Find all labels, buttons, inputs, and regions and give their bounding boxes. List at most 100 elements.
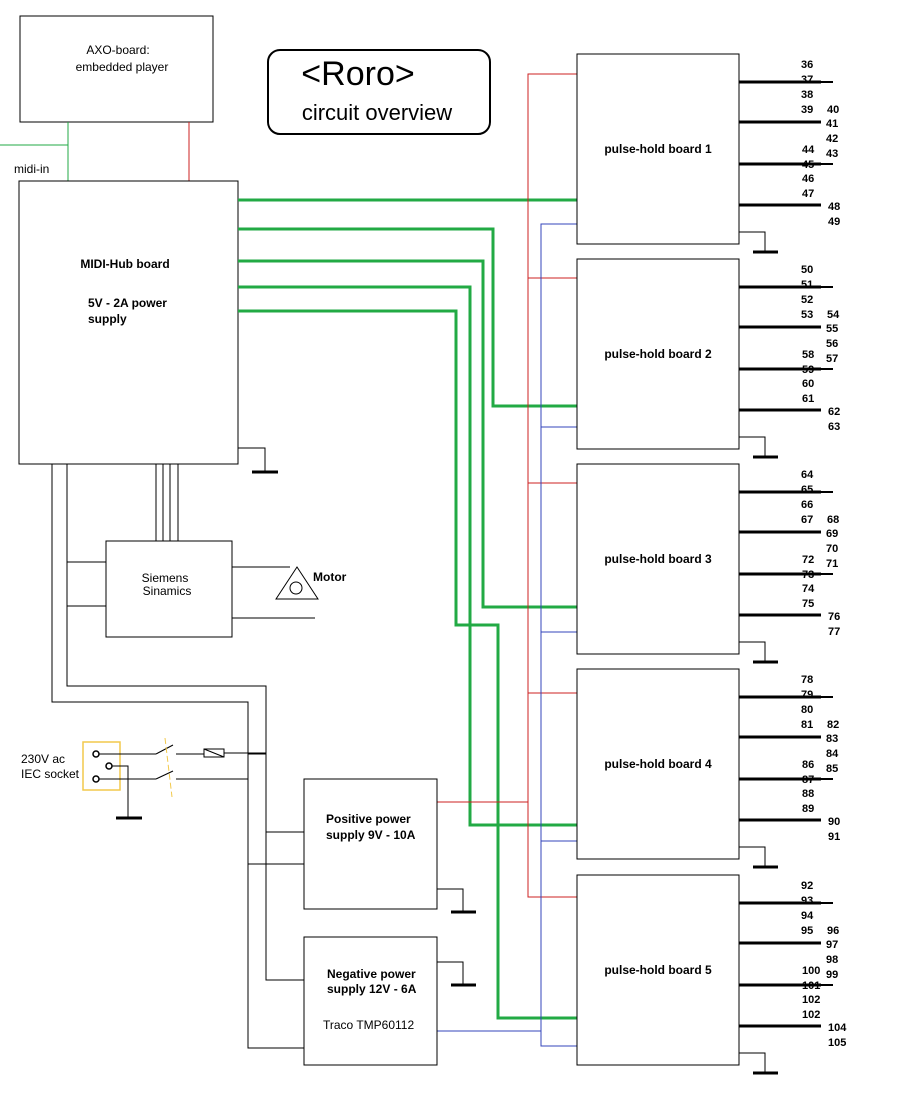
pin-label: 97 (826, 939, 838, 951)
neg-psu-line1: Negative power (327, 967, 416, 981)
pin-label: 81 (801, 719, 813, 731)
midi-hub-ground-icon (238, 447, 278, 474)
pulse-hold-board-4: pulse-hold board 4 78 79 80 81 82 83 84 85 86 87 88… (576, 668, 840, 869)
board-label: pulse-hold board 1 (604, 142, 712, 156)
motor-label: Motor (313, 570, 347, 584)
pin-label: 39 (801, 104, 813, 116)
board-ground-wire (739, 1052, 766, 1073)
pin-label: 74 (802, 583, 815, 595)
board-ground-wire (739, 846, 766, 867)
pin-label: 82 (827, 719, 839, 731)
siemens-sinamics: Siemens Sinamics (105, 540, 233, 638)
pin-label: 68 (827, 514, 839, 526)
axo-label-line2: embedded player (76, 60, 169, 74)
pin-label: 86 (802, 759, 814, 771)
socket-label-line1: 230V ac (21, 752, 65, 766)
midi-hub-board: MIDI-Hub board 5V - 2A power supply (18, 180, 239, 465)
pin-label: 67 (801, 514, 813, 526)
pin-label: 52 (801, 294, 813, 306)
midi-hub-title: MIDI-Hub board (80, 257, 169, 271)
pin-label: 50 (801, 264, 813, 276)
pin-label: 42 (826, 133, 838, 145)
midi-in-label: midi-in (14, 162, 49, 176)
pin-label: 43 (826, 148, 838, 160)
pin-label: 40 (827, 104, 839, 116)
mains-switch (99, 737, 266, 798)
pin-label: 44 (802, 144, 815, 156)
pin-label: 49 (828, 216, 840, 228)
diagram-subtitle: circuit overview (302, 100, 452, 125)
pin-label: 93 (801, 895, 813, 907)
pin-label: 72 (802, 554, 814, 566)
pin-label: 61 (802, 393, 814, 405)
pin-label: 100 (802, 965, 820, 977)
board-label: pulse-hold board 2 (604, 347, 712, 361)
neg-psu-line2: supply 12V - 6A (327, 982, 417, 996)
pin-label: 98 (826, 954, 838, 966)
board-ground-wire (739, 436, 766, 457)
hub-to-sinamics-wires (155, 464, 179, 541)
iec-socket: 230V ac IEC socket (21, 741, 142, 820)
pin-label: 47 (802, 188, 814, 200)
pin-label: 101 (802, 980, 820, 992)
motor: Motor (232, 566, 347, 619)
pin-label: 79 (801, 689, 813, 701)
pin-label: 57 (826, 353, 838, 365)
pin-label: 69 (826, 528, 838, 540)
axo-label-line1: AXO-board: (86, 43, 149, 57)
pin-label: 90 (828, 816, 840, 828)
pin-label: 87 (802, 774, 814, 786)
pin-label: 48 (828, 201, 840, 213)
pin-label: 94 (801, 910, 814, 922)
pin-label: 55 (826, 323, 838, 335)
positive-power-supply: Positive power supply 9V - 10A (303, 778, 438, 910)
pin-label: 70 (826, 543, 838, 555)
pin-label: 73 (802, 569, 814, 581)
pin-label: 83 (826, 733, 838, 745)
pin-label: 62 (828, 406, 840, 418)
pin-label: 89 (802, 803, 814, 815)
board-label: pulse-hold board 4 (604, 757, 712, 771)
pin-label: 99 (826, 969, 838, 981)
pin-label: 91 (828, 831, 840, 843)
pin-label: 88 (802, 788, 814, 800)
pos-psu-line1: Positive power (326, 812, 411, 826)
midi-hub-psu-line2: supply (88, 312, 127, 326)
pin-label: 71 (826, 558, 838, 570)
pin-label: 36 (801, 59, 813, 71)
pin-label: 54 (827, 309, 840, 321)
pin-label: 85 (826, 763, 838, 775)
pin-label: 59 (802, 364, 814, 376)
pin-label: 53 (801, 309, 813, 321)
pin-label: 75 (802, 598, 814, 610)
pin-label: 102 (802, 994, 820, 1006)
pin-label: 56 (826, 338, 838, 350)
axo-board: AXO-board: embedded player (19, 15, 214, 123)
pin-label: 105 (828, 1037, 846, 1049)
board-label: pulse-hold board 5 (604, 963, 712, 977)
pin-label: 46 (802, 173, 814, 185)
pin-label: 104 (828, 1022, 847, 1034)
pin-label: 95 (801, 925, 813, 937)
board-ground-wire (739, 231, 766, 252)
title-box: <Roro> circuit overview (267, 49, 491, 135)
pin-label: 80 (801, 704, 813, 716)
pin-label: 96 (827, 925, 839, 937)
pin-label: 60 (802, 378, 814, 390)
neg-psu-part: Traco TMP60112 (323, 1018, 414, 1032)
positive-rail (437, 73, 577, 898)
pin-label: 77 (828, 626, 840, 638)
green-signal-bus (238, 198, 577, 1020)
pin-label: 102 (802, 1009, 820, 1021)
pin-label: 84 (826, 748, 839, 760)
pin-label: 78 (801, 674, 813, 686)
diagram-title: <Roro> (301, 55, 414, 93)
pin-label: 65 (801, 484, 813, 496)
pos-psu-ground-icon (437, 888, 476, 914)
midi-hub-psu-line1: 5V - 2A power (88, 296, 167, 310)
